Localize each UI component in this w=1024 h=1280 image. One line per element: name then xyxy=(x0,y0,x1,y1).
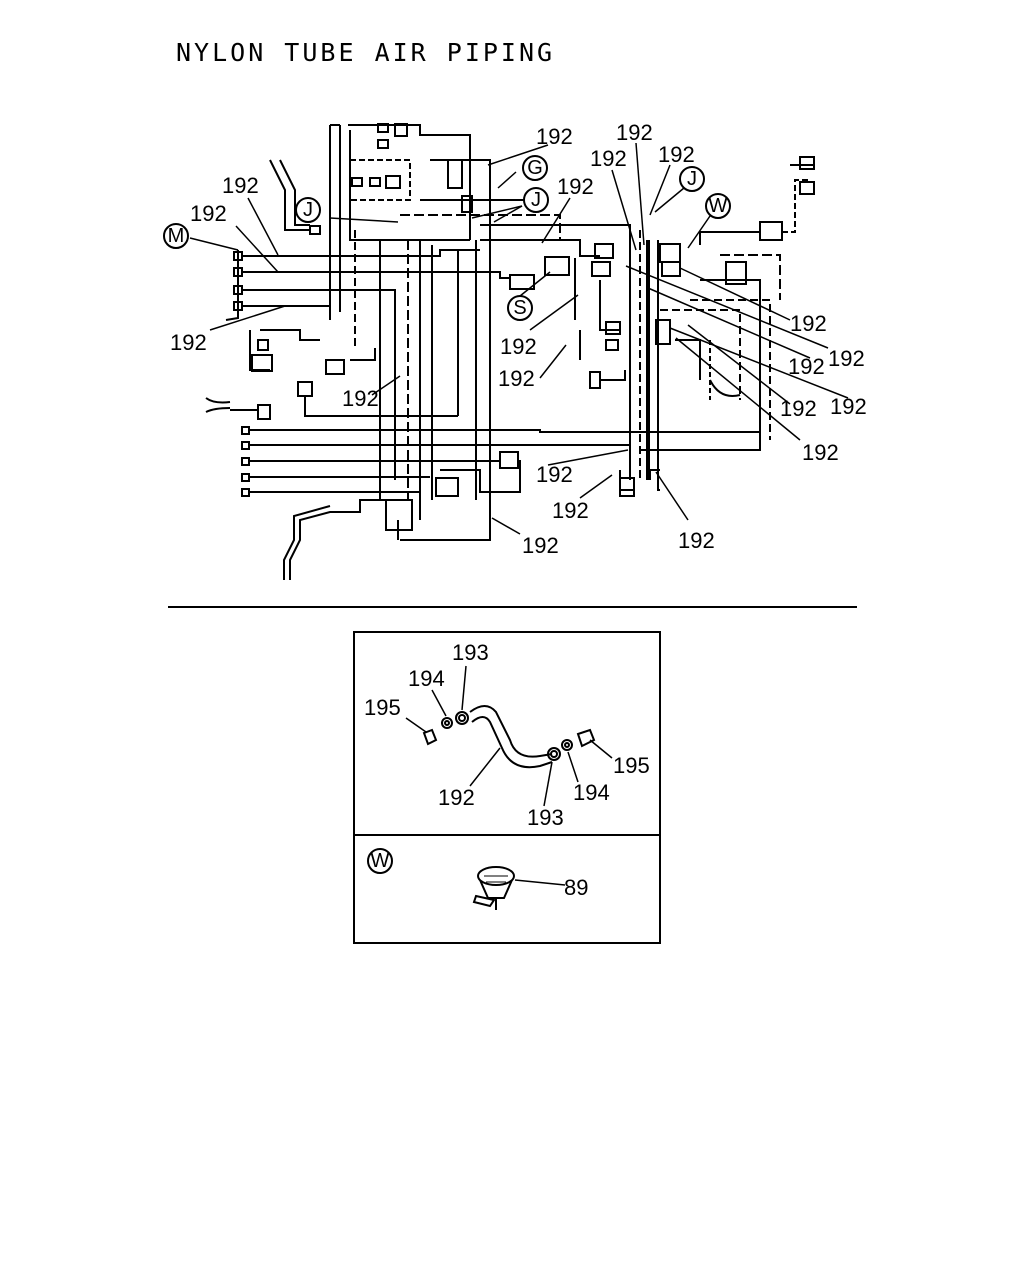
marker-m: M xyxy=(168,225,185,247)
tube-assembly xyxy=(422,705,596,769)
circle-markers xyxy=(163,155,731,321)
diagram-title: NYLON TUBE AIR PIPING xyxy=(176,38,556,67)
label-192: 192 xyxy=(828,346,865,371)
marker-w-detail: W xyxy=(371,850,390,872)
label-192: 192 xyxy=(590,146,627,171)
label-192: 192 xyxy=(552,498,589,523)
marker-w: W xyxy=(709,195,728,217)
label-192: 192 xyxy=(536,124,573,149)
detail-box xyxy=(353,631,661,944)
marker-j-center: J xyxy=(531,189,541,211)
part-192-labels: 192 192 192 192 192 192 192 192 192 192 … xyxy=(170,120,867,558)
label-192: 192 xyxy=(170,330,207,355)
label-192-detail: 192 xyxy=(438,785,475,810)
label-193-bottom: 193 xyxy=(527,805,564,830)
marker-j-left: J xyxy=(303,199,313,221)
label-192: 192 xyxy=(616,120,653,145)
leader-lines xyxy=(189,142,849,535)
part-89-drawing xyxy=(472,866,515,910)
label-193-top: 193 xyxy=(452,640,489,665)
label-192: 192 xyxy=(678,528,715,553)
label-192: 192 xyxy=(536,462,573,487)
label-192: 192 xyxy=(830,394,867,419)
label-89: 89 xyxy=(564,875,588,900)
label-192: 192 xyxy=(190,201,227,226)
label-192: 192 xyxy=(788,354,825,379)
label-195-right: 195 xyxy=(613,753,650,778)
label-192: 192 xyxy=(780,396,817,421)
label-192: 192 xyxy=(222,173,259,198)
marker-j-right: J xyxy=(687,168,697,190)
label-192: 192 xyxy=(658,142,695,167)
detail-leaders xyxy=(405,665,613,886)
label-192: 192 xyxy=(802,440,839,465)
marker-g: G xyxy=(527,157,543,179)
label-192: 192 xyxy=(790,311,827,336)
marker-s: S xyxy=(513,297,526,319)
label-194-top: 194 xyxy=(408,666,445,691)
label-192: 192 xyxy=(498,366,535,391)
label-195-left: 195 xyxy=(364,695,401,720)
w-section-circle xyxy=(367,848,393,874)
label-192: 192 xyxy=(522,533,559,558)
label-192: 192 xyxy=(500,334,537,359)
label-194-bottom: 194 xyxy=(573,780,610,805)
label-192: 192 xyxy=(557,174,594,199)
label-192: 192 xyxy=(342,386,379,411)
